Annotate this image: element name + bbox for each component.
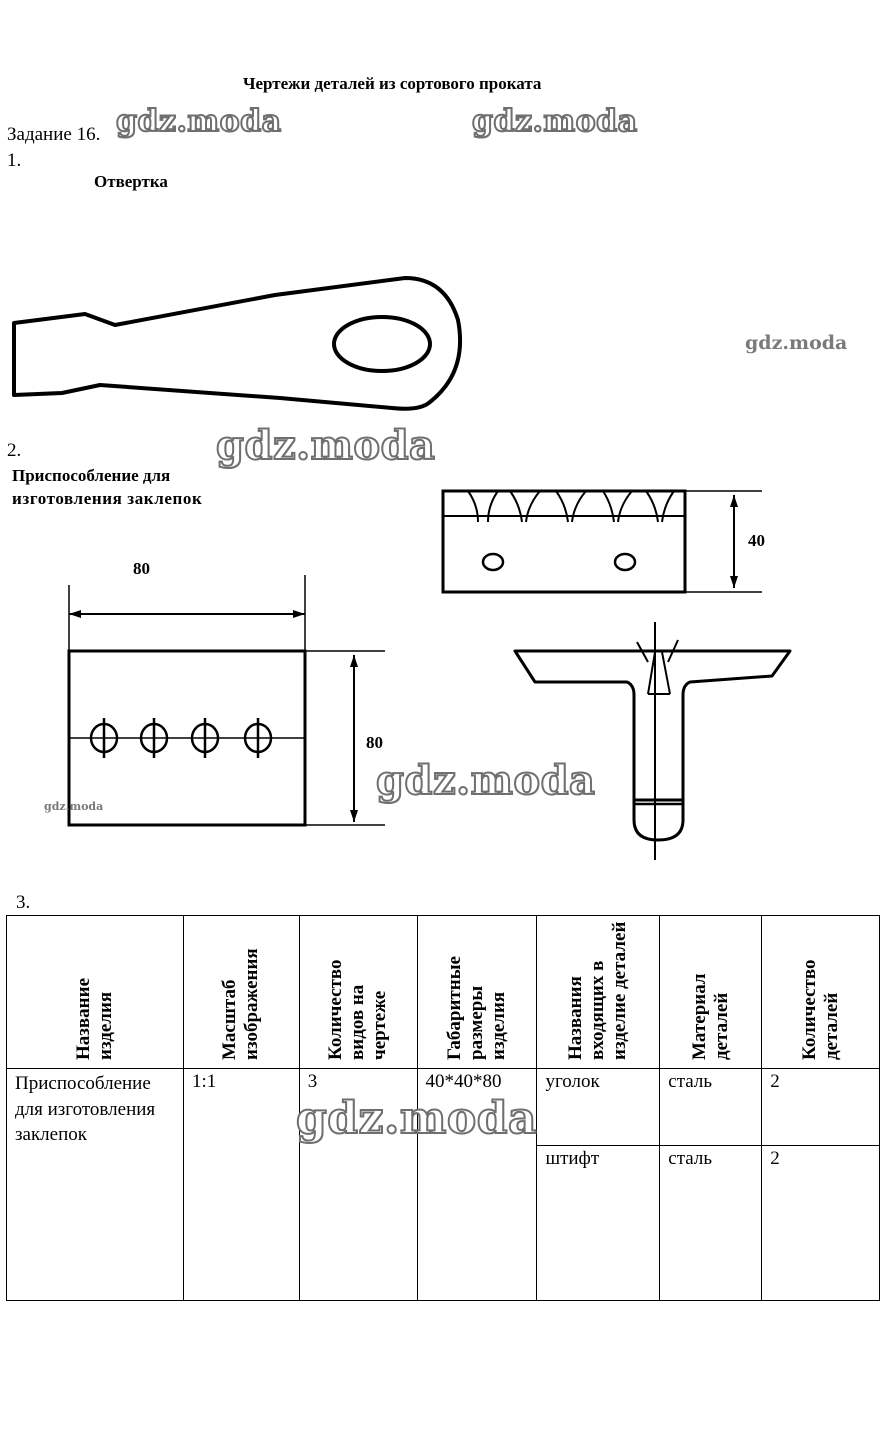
table-row: Приспособление для изготовления заклепок…: [6, 1068, 880, 1301]
task-label: Задание 16.: [7, 124, 101, 145]
item-2-label-line2: изготовления заклепок: [12, 489, 203, 508]
cell-part-count: 2: [770, 1148, 780, 1169]
header-part-count: Количество деталей: [761, 915, 880, 1069]
header-views-count: Количество видов на чертеже: [298, 915, 418, 1069]
watermark: gdz.moda: [115, 103, 282, 140]
cell-scale: 1:1: [191, 1071, 217, 1092]
watermark: gdz.moda: [375, 756, 596, 805]
item-1-label: Отвертка: [94, 172, 168, 191]
watermark: gdz.moda: [471, 103, 638, 140]
header-dimensions: Габаритные размеры изделия: [416, 915, 538, 1069]
front-view-drawing: [67, 575, 385, 827]
item-2-number: 2.: [7, 440, 22, 461]
dimension-width-80: 80: [133, 559, 150, 578]
dimension-height-80: 80: [366, 733, 383, 752]
dimension-height-40: 40: [748, 531, 765, 550]
side-view-drawing: [513, 622, 792, 860]
cell-part-name: штифт: [545, 1148, 600, 1169]
spec-table: Название изделия Масштаб изображения Кол…: [6, 915, 880, 1301]
cell-material: сталь: [668, 1071, 713, 1092]
watermark: gdz.moda: [215, 421, 436, 470]
header-material: Материал деталей: [659, 915, 763, 1069]
header-scale: Масштаб изображения: [182, 915, 300, 1069]
watermark: gdz.moda: [745, 332, 848, 354]
screwdriver-drawing: [12, 276, 463, 411]
cell-part-name: уголок: [545, 1071, 600, 1092]
item-1-number: 1.: [7, 150, 22, 171]
header-part-names: Названия входящих в изделие деталей: [536, 915, 661, 1069]
page-title: Чертежи деталей из сортового проката: [243, 74, 542, 93]
table-header-row: Название изделия Масштаб изображения Кол…: [6, 915, 880, 1069]
header-product-name: Название изделия: [6, 915, 184, 1069]
watermark: gdz.moda: [295, 1092, 538, 1145]
item-2-label-line1: Приспособление для: [12, 466, 171, 485]
watermark: gdz.moda: [44, 800, 104, 813]
item-3-number: 3.: [16, 892, 31, 913]
cell-material: сталь: [668, 1148, 713, 1169]
cell-dimensions: 40*40*80: [425, 1071, 502, 1092]
top-view-drawing: [441, 489, 762, 594]
cell-views: 3: [307, 1071, 318, 1092]
cell-product-name: Приспособление для изготовления заклепок: [15, 1073, 156, 1146]
cell-part-count: 2: [770, 1071, 780, 1092]
